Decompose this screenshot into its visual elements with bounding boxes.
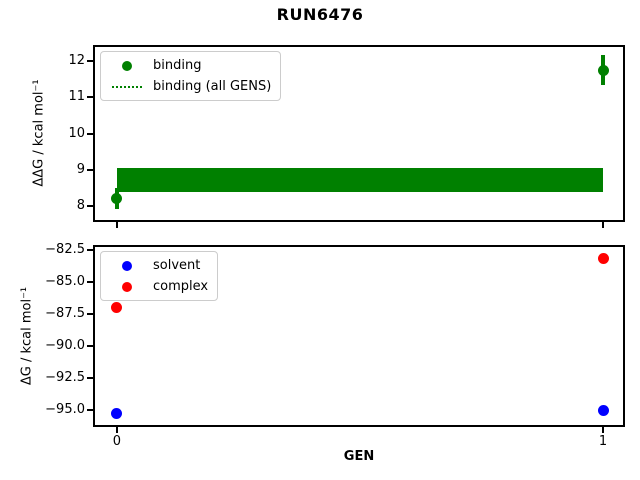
legend-dot-icon <box>110 260 144 271</box>
y-tick <box>87 204 93 207</box>
y-tick <box>87 168 93 171</box>
binding-all-gens-band <box>116 167 604 192</box>
y-tick-label: −90.0 <box>45 337 85 353</box>
legend: binding binding (all GENS) <box>100 51 282 101</box>
y-tick-label: 10 <box>68 125 85 141</box>
y-tick-label: −87.5 <box>45 305 85 321</box>
y-tick-label: 8 <box>76 197 85 213</box>
legend-label: binding (all GENS) <box>153 79 272 94</box>
binding-point <box>111 192 123 204</box>
dg-subplot: −95.0 −92.5 −90.0 −87.5 −85.0 −82.5 0 1 solvent c… <box>45 242 625 449</box>
legend-dot-icon <box>110 60 144 71</box>
legend-item: solvent <box>110 255 208 276</box>
legend-item: binding <box>110 55 271 76</box>
complex-point <box>597 253 609 265</box>
y-tick-label: −82.5 <box>45 241 85 257</box>
legend-label: binding <box>153 58 202 73</box>
x-tick <box>115 427 118 433</box>
x-axis-label: GEN <box>343 449 375 464</box>
x-tick <box>115 222 118 228</box>
y-tick <box>87 248 93 251</box>
legend-dotted-line-icon <box>110 85 144 88</box>
y-tick <box>87 408 93 411</box>
y-tick <box>87 312 93 315</box>
legend-label: solvent <box>153 258 201 273</box>
x-tick <box>602 222 605 228</box>
y-tick <box>87 132 93 135</box>
y-tick <box>87 60 93 63</box>
solvent-point <box>111 407 123 419</box>
ddg-subplot: 8 9 10 11 12 binding binding (all GENS) <box>68 45 625 228</box>
y-tick <box>87 280 93 283</box>
y-tick-label: 9 <box>76 161 85 177</box>
x-tick-label: 1 <box>598 434 608 449</box>
legend-item: binding (all GENS) <box>110 76 271 97</box>
complex-point <box>111 301 123 313</box>
y-tick-label: 12 <box>68 53 85 69</box>
y-tick <box>87 96 93 99</box>
solvent-point <box>597 405 609 417</box>
legend: solvent complex <box>100 251 219 301</box>
legend-dot-icon <box>110 281 144 292</box>
y-tick <box>87 376 93 379</box>
figure-title: RUN6476 <box>276 5 364 24</box>
legend-item: complex <box>110 276 208 297</box>
y-tick-label: −95.0 <box>45 401 85 417</box>
y-tick-label: 11 <box>68 89 85 105</box>
legend-label: complex <box>153 279 209 294</box>
binding-point <box>597 64 609 76</box>
x-tick <box>602 427 605 433</box>
y-tick-label: −85.0 <box>45 273 85 289</box>
y-tick <box>87 344 93 347</box>
y-tick-label: −92.5 <box>45 369 85 385</box>
x-tick-label: 0 <box>112 434 122 449</box>
